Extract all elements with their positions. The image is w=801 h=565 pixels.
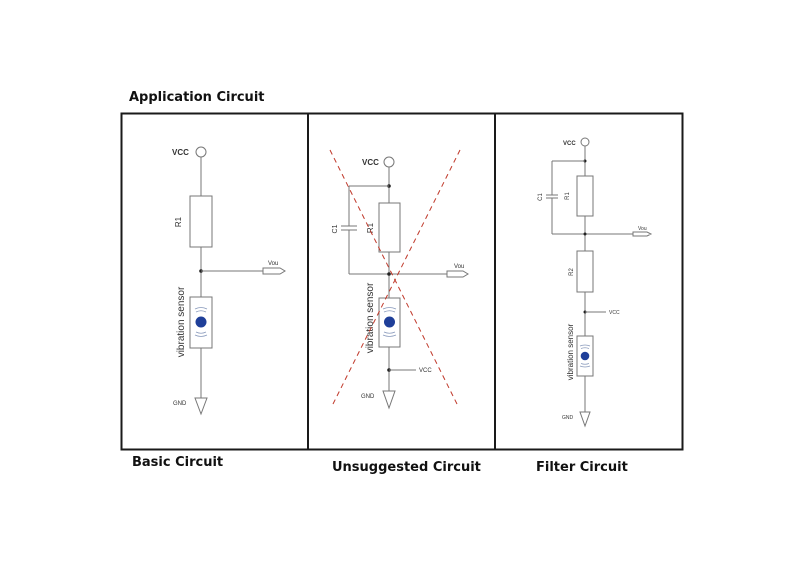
ground-icon	[194, 397, 208, 416]
c1-label: C1	[538, 193, 544, 201]
sensor-dot-icon	[195, 316, 207, 328]
vcc-terminal-icon	[383, 156, 395, 168]
caption-basic-circuit: Basic Circuit	[132, 455, 224, 470]
basic-circuit: VCC R1 Vou vibration sensor GND	[172, 146, 286, 416]
ground-icon	[382, 390, 396, 410]
vcc2-label: VCC	[609, 310, 620, 316]
vout-label: Vou	[638, 226, 647, 232]
resistor-r1	[576, 175, 594, 217]
sensor-dot-icon	[384, 316, 395, 328]
caption-filter-circuit: Filter Circuit	[536, 460, 628, 475]
cross-out-line	[331, 149, 461, 407]
junction-dot	[583, 232, 587, 236]
vout-label: Vou	[268, 261, 278, 267]
r2-label: R2	[569, 268, 575, 276]
resistor-r1	[378, 202, 401, 253]
sensor-label: vibration sensor	[176, 286, 187, 357]
ground-icon	[579, 411, 591, 428]
cross-out-line	[329, 149, 459, 407]
output-port-icon	[632, 231, 653, 237]
frame	[120, 112, 684, 451]
resistor-r2	[576, 250, 594, 293]
r1-label: R1	[174, 216, 183, 227]
gnd-label: GND	[173, 401, 187, 407]
r1-label: R1	[565, 192, 571, 200]
page-title: Application Circuit	[129, 90, 265, 105]
vcc-terminal-icon	[195, 146, 207, 158]
output-port-icon	[262, 267, 286, 275]
r1-label: R1	[366, 222, 375, 233]
vcc-label: VCC	[362, 158, 379, 167]
gnd-label: GND	[562, 415, 574, 421]
gnd-label: GND	[361, 394, 375, 400]
vcc-label: VCC	[563, 141, 576, 147]
sensor-label: vibration sensor	[365, 282, 376, 353]
junction-dot	[387, 272, 391, 276]
sensor-label: vibration sensor	[566, 323, 575, 380]
c1-label: C1	[332, 224, 339, 233]
sensor-dot-icon	[580, 351, 590, 361]
unsuggested-circuit: VCC C1 R1 Vou vibration sensor VCC GND	[329, 149, 469, 410]
output-port-icon	[446, 270, 469, 278]
vcc-terminal-icon	[580, 137, 590, 147]
filter-circuit: VCC C1 R1 Vou R2 VCC vibration sensor GN…	[538, 137, 653, 428]
vcc-label: VCC	[172, 148, 189, 157]
vout-label: Vou	[454, 264, 464, 270]
vcc2-label: VCC	[419, 368, 432, 374]
resistor-r1	[189, 195, 213, 248]
caption-unsuggested-circuit: Unsuggested Circuit	[332, 460, 481, 475]
